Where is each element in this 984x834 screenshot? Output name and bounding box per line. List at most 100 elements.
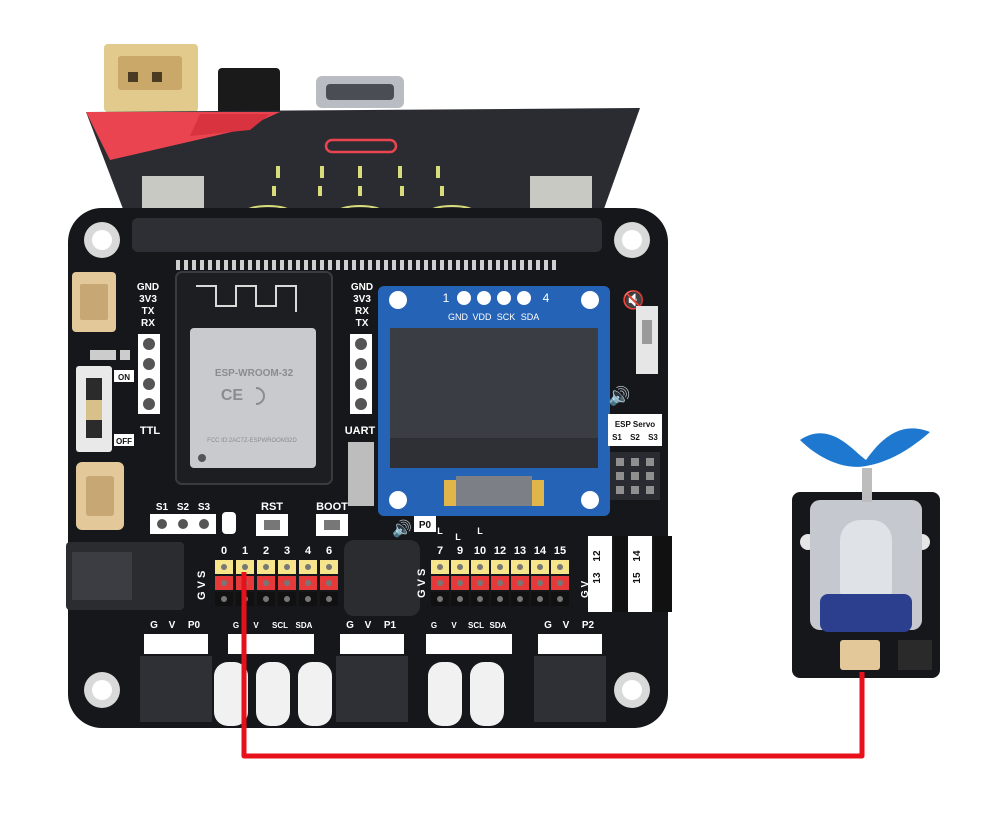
- servo-pin: [646, 458, 654, 466]
- oled-gnd-label: GND: [448, 312, 469, 322]
- comb-tooth: [352, 260, 356, 270]
- far-pins: [614, 536, 632, 612]
- pin-number-label: 2: [263, 545, 269, 557]
- oled-vdd-label: VDD: [472, 312, 492, 322]
- servo-s2-label: S2: [177, 502, 190, 513]
- fcc-text: FCC ID:2AC7Z-ESPWROOM32D: [207, 438, 297, 444]
- pin-hole: [263, 564, 269, 570]
- i2c-a-g: G: [233, 621, 239, 630]
- pin-hole: [497, 596, 503, 602]
- mute-icon: 🔇: [622, 289, 644, 310]
- rst-label: RST: [261, 501, 283, 513]
- wifi-icon: [255, 387, 265, 405]
- esp32-module: ESP-WROOM-32 CE FCC ID:2AC7Z-ESPWROOM32D: [175, 271, 333, 485]
- microbit-body: [86, 108, 640, 222]
- comb-tooth: [504, 260, 508, 270]
- i2c-b-scl: SCL: [468, 621, 484, 630]
- buzzer: [344, 540, 420, 616]
- p1-conn-p: P1: [384, 620, 397, 631]
- pin-number-label: 9: [457, 545, 463, 557]
- boot-label: BOOT: [316, 501, 348, 513]
- p1-conn-v: V: [365, 620, 372, 631]
- i2c-a-scl: SCL: [272, 621, 288, 630]
- comb-tooth: [312, 260, 316, 270]
- p0-speaker-icon: 🔊: [392, 519, 412, 538]
- comb-tooth: [488, 260, 492, 270]
- p0-conn-v: V: [169, 620, 176, 631]
- pin-hole: [477, 564, 483, 570]
- pin-hole: [477, 596, 483, 602]
- servo-pin: [616, 458, 624, 466]
- uart-tx-label: TX: [356, 318, 369, 329]
- pin-number-label: 13: [514, 545, 526, 557]
- comb-tooth: [480, 260, 484, 270]
- servo-pin: [631, 472, 639, 480]
- ttl-3v3-label: 3V3: [139, 294, 157, 305]
- pin-hole: [284, 564, 290, 570]
- pin-hole: [517, 580, 523, 586]
- comb-tooth: [384, 260, 388, 270]
- comb-tooth: [248, 260, 252, 270]
- uart-label: UART: [345, 425, 376, 437]
- gv-far-a-label: G V: [580, 580, 591, 598]
- pin-hole: [326, 564, 332, 570]
- comb-tooth: [536, 260, 540, 270]
- pin-hole: [305, 580, 311, 586]
- p2-conn-g: G: [544, 620, 552, 631]
- pin-hole: [263, 580, 269, 586]
- fan-blade: [800, 428, 930, 467]
- esp32-shield: [190, 328, 316, 468]
- comb-tooth: [304, 260, 308, 270]
- comb-tooth: [544, 260, 548, 270]
- pin-hole: [537, 580, 543, 586]
- i2c-b-sda: SDA: [490, 621, 507, 630]
- esp32-model-text: ESP-WROOM-32: [215, 368, 294, 379]
- uart-gnd-label: GND: [351, 282, 373, 293]
- pin-hole: [557, 564, 563, 570]
- servo-pin: [646, 486, 654, 494]
- comb-tooth: [272, 260, 276, 270]
- comb-tooth: [376, 260, 380, 270]
- comb-tooth: [464, 260, 468, 270]
- pin-number-label: 15: [554, 545, 566, 557]
- oled-display: 1 4 GND VDD SCK SDA: [378, 286, 610, 516]
- comb-tooth: [208, 260, 212, 270]
- comb-tooth: [512, 260, 516, 270]
- pin-hole: [497, 564, 503, 570]
- comb-tooth: [360, 260, 364, 270]
- pin-hole: [517, 564, 523, 570]
- comb-tooth: [320, 260, 324, 270]
- esp-servo-s1: S1: [612, 433, 622, 442]
- pin-hole: [457, 596, 463, 602]
- pin-hole: [305, 564, 311, 570]
- pin-hole: [326, 580, 332, 586]
- comb-tooth: [472, 260, 476, 270]
- uart-header: GND 3V3 RX TX UART: [345, 282, 376, 506]
- comb-tooth: [256, 260, 260, 270]
- esp-servo-s2: S2: [630, 433, 640, 442]
- comb-tooth: [408, 260, 412, 270]
- oled-sck-label: SCK: [497, 312, 516, 322]
- pin-hole: [284, 596, 290, 602]
- pin-number-label: 12: [494, 545, 506, 557]
- fan-motor-module: [792, 428, 940, 678]
- p0-label: P0: [419, 520, 432, 531]
- pin-hole: [305, 596, 311, 602]
- gvs-right-label: G V S: [416, 569, 428, 598]
- i2c-b-g: G: [431, 621, 437, 630]
- far-header-label-box: [588, 536, 612, 612]
- pin-hole: [284, 580, 290, 586]
- i2c-a-sda: SDA: [296, 621, 313, 630]
- i2c-b-v: V: [451, 621, 457, 630]
- pin-hole: [437, 580, 443, 586]
- mounting-holes: [84, 222, 650, 708]
- far-pins: [654, 536, 672, 612]
- edge-comb: [176, 260, 556, 270]
- ttl-rx-label: RX: [141, 318, 155, 329]
- far-pin-label: 12: [592, 550, 603, 562]
